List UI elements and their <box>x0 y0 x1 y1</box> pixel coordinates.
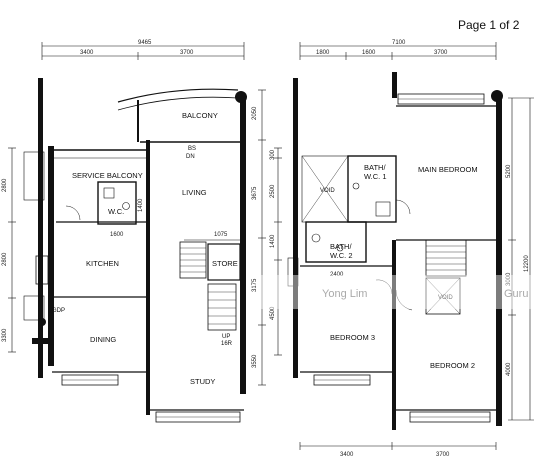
room-main-bedroom: MAIN BEDROOM <box>418 165 478 174</box>
room-study: STUDY <box>190 377 215 386</box>
room-bedroom2: BEDROOM 2 <box>430 361 475 370</box>
right-dim-right-2: 3000 <box>506 272 512 286</box>
note-dn: DN <box>186 154 195 160</box>
note-void1: VOID <box>320 188 335 194</box>
watermark-agent: Yong Lim <box>322 288 367 300</box>
right-dim-left-2: 2500 <box>270 184 276 198</box>
right-floor-plan <box>274 42 534 450</box>
room-bath1-line1: BATH/ <box>364 163 386 172</box>
left-floor-plan <box>8 42 266 423</box>
page-label: Page 1 of 2 <box>458 18 520 32</box>
right-dim-seg2: 1600 <box>362 50 376 56</box>
right-dim-seg3: 3700 <box>434 50 448 56</box>
note-up: UP <box>222 334 230 340</box>
watermark-brand: Guru <box>504 288 528 300</box>
room-balcony: BALCONY <box>182 111 218 120</box>
room-bedroom3: BEDROOM 3 <box>330 333 375 342</box>
right-dim-bottom-1: 3400 <box>340 452 354 458</box>
left-dim-total: 9465 <box>138 40 152 46</box>
room-bath2-line2: W.C. 2 <box>330 251 353 260</box>
left-dim-left-3: 3300 <box>2 328 8 342</box>
left-dim-right-4: 3550 <box>252 354 258 368</box>
room-bath1-line2: W.C. 1 <box>364 172 387 181</box>
right-dim-bath2: 2400 <box>330 272 344 278</box>
right-dim-bottom-2: 3700 <box>436 452 450 458</box>
room-bath2-line1: BATH/ <box>330 242 352 251</box>
left-dim-left-1: 2800 <box>2 178 8 192</box>
note-gdp: GDP <box>52 308 65 314</box>
left-dim-left-2: 2800 <box>2 252 8 266</box>
room-wc: W.C. <box>108 207 124 216</box>
room-dining: DINING <box>90 335 116 344</box>
room-store: STORE <box>212 259 238 268</box>
right-dim-right-1: 5200 <box>506 164 512 178</box>
left-dim-right-2: 3675 <box>252 186 258 200</box>
left-dim-seg1: 3400 <box>80 50 94 56</box>
right-dim-total: 7100 <box>392 40 406 46</box>
left-dim-wc-w: 1600 <box>110 232 124 238</box>
left-dim-seg2: 3700 <box>180 50 194 56</box>
right-dim-right-total: 12200 <box>524 255 530 272</box>
room-service-balcony: SERVICE BALCONY <box>72 171 143 180</box>
note-bs: BS <box>188 146 196 152</box>
right-dim-seg1: 1800 <box>316 50 330 56</box>
right-dim-right-3: 4000 <box>506 362 512 376</box>
left-dim-right-1: 2050 <box>252 106 258 120</box>
watermark-band <box>258 275 550 309</box>
right-dim-left-3: 1400 <box>270 234 276 248</box>
right-dim-left-4: 4500 <box>270 306 276 320</box>
room-kitchen: KITCHEN <box>86 259 119 268</box>
left-dim-right-3: 3175 <box>252 278 258 292</box>
note-risers: 16R <box>221 341 233 347</box>
left-dim-stair: 1075 <box>214 232 228 238</box>
room-living: LIVING <box>182 188 207 197</box>
note-void2: VOID <box>438 295 453 301</box>
right-dim-left-1: 300 <box>270 149 276 160</box>
left-dim-wc-h: 1400 <box>138 198 144 212</box>
